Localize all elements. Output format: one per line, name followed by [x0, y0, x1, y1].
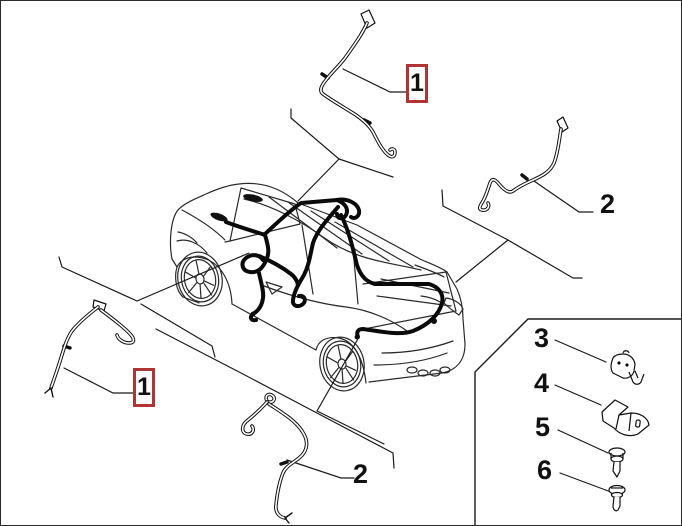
callout-2-bottom[interactable]: 2 [353, 459, 369, 489]
wire-1-top-drawing [319, 9, 397, 159]
part-6-screw-drawing [608, 484, 626, 512]
callout-5-inset[interactable]: 5 [535, 412, 551, 442]
part-3-clip-drawing [610, 350, 645, 385]
part-4-bracket-drawing [601, 399, 650, 437]
zone-lines [58, 108, 583, 469]
wire-2-bottom-drawing [240, 392, 309, 524]
callout-2-right[interactable]: 2 [600, 189, 616, 219]
callout-1-left[interactable]: 1 [133, 368, 155, 407]
part-5-push-pin-drawing [608, 447, 626, 478]
inset-box-border [474, 318, 681, 525]
vehicle-sketch [169, 182, 466, 392]
callout-leader-lines [63, 68, 612, 493]
wiring-harness-drawing [224, 197, 445, 340]
rear-wheel [319, 336, 365, 392]
callout-3-inset[interactable]: 3 [534, 323, 550, 353]
callout-6-inset[interactable]: 6 [537, 455, 553, 485]
callout-4-inset[interactable]: 4 [534, 368, 550, 398]
wire-2-right-drawing [477, 116, 569, 212]
callout-1-top[interactable]: 1 [406, 64, 428, 103]
wire-1-left-drawing [44, 299, 136, 398]
